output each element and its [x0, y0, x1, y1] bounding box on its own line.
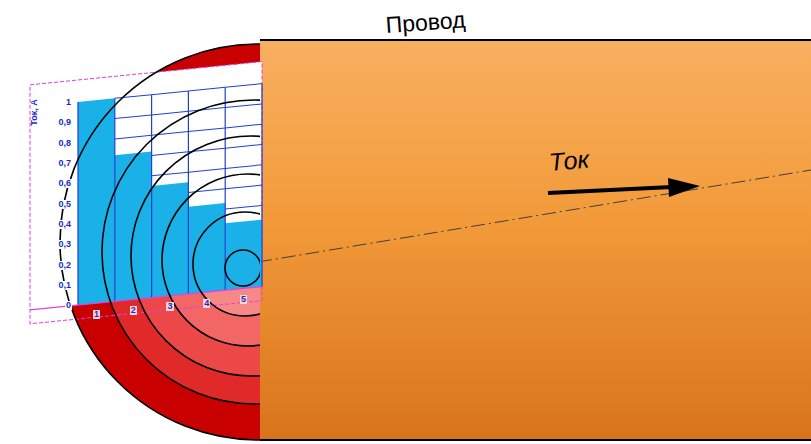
grid-line — [152, 152, 189, 156]
grid-line — [115, 115, 152, 119]
layer-outline — [225, 250, 260, 286]
axis-tick: 0,1 — [57, 281, 72, 290]
chart-plane — [30, 62, 262, 310]
axis-tick: 1 — [65, 98, 72, 107]
layer-outline — [60, 44, 260, 440]
grid-line — [188, 91, 189, 294]
chart-bar — [225, 220, 262, 291]
axis-tick: 3 — [166, 302, 173, 311]
layer-outline — [131, 136, 260, 376]
grid-line — [151, 95, 152, 298]
axis-tick: 0,7 — [57, 159, 72, 168]
axis-tick: 5 — [240, 295, 247, 304]
grid-line — [188, 87, 225, 91]
grid-line — [188, 189, 225, 193]
grid-line — [152, 91, 189, 95]
grid-line — [77, 102, 78, 305]
axis-tick: 0 — [65, 301, 72, 310]
axis-tick: 0,2 — [57, 261, 72, 270]
axis-tick: 0,8 — [57, 139, 72, 148]
grid-line — [225, 205, 262, 209]
grid-line — [152, 111, 189, 115]
grid-line — [115, 95, 152, 99]
wire-body — [260, 40, 811, 440]
layer-outline — [102, 100, 260, 404]
wire-axis — [258, 170, 811, 262]
axis-tick: 0,6 — [57, 179, 72, 188]
ring-outlines — [60, 44, 260, 440]
current-arrow-head — [668, 178, 700, 197]
grid-line — [188, 168, 225, 172]
axis-tick: 4 — [203, 299, 210, 308]
grid-line — [225, 185, 262, 189]
grid-line — [225, 104, 262, 108]
current-chart — [30, 62, 262, 324]
chart-baseline — [30, 287, 262, 310]
axis-tick: 0,3 — [57, 240, 72, 249]
axis-tick: 0,5 — [57, 200, 72, 209]
grid-line — [188, 128, 225, 132]
wire-outline — [260, 40, 811, 440]
chart-bar — [188, 203, 225, 294]
grid-line — [261, 84, 262, 287]
grid-line — [115, 135, 152, 139]
axis-tick: 1 — [93, 310, 100, 319]
grid-line — [225, 87, 226, 290]
layer-outline — [162, 174, 260, 346]
part-label: Провод — [385, 8, 466, 37]
axis-tick: 0,4 — [57, 220, 72, 229]
current-arrow-shaft — [548, 187, 672, 193]
layer-outline — [193, 212, 260, 316]
axis-tick: 2 — [130, 306, 137, 315]
chart-bar — [152, 182, 189, 297]
grid-line — [225, 84, 262, 88]
grid-line — [225, 165, 262, 169]
part-label: Ток — [548, 147, 590, 175]
axis-title: Ток, А — [30, 99, 39, 125]
grid-line — [225, 145, 262, 149]
chart-bar — [78, 98, 115, 305]
grid-line — [152, 172, 189, 176]
grid-line — [225, 124, 262, 128]
axis-tick: 0,9 — [57, 118, 72, 127]
grid-line — [114, 98, 115, 301]
chart-frame — [30, 62, 262, 324]
